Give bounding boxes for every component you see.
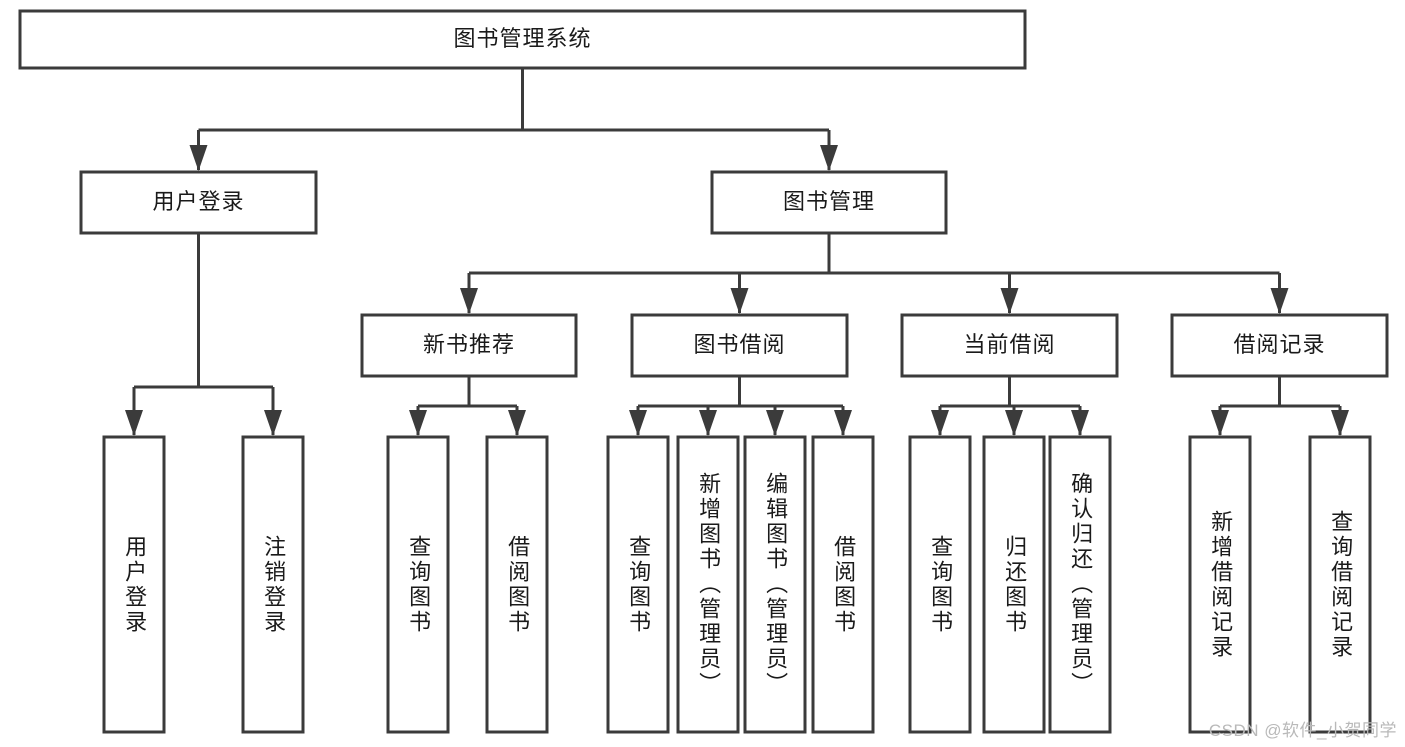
connector-lines-layer [125, 68, 1349, 436]
borrow-record-to-leaves-arrow-1 [1331, 410, 1349, 436]
node-box-new-book-rec[interactable] [360, 313, 578, 378]
current-borrow-to-leaves-arrow-2 [1071, 410, 1089, 436]
node-box-book-manage[interactable] [710, 170, 948, 235]
node-box-leaf-query-record[interactable] [1308, 435, 1372, 734]
node-boxes-layer [18, 9, 1389, 734]
book-borrow-to-leaves-arrow-1 [699, 410, 717, 436]
new-book-rec-to-leaves-arrow-0 [409, 410, 427, 436]
node-box-leaf-logout[interactable] [241, 435, 305, 734]
node-box-book-borrow[interactable] [630, 313, 849, 378]
node-box-leaf-add-record[interactable] [1188, 435, 1252, 734]
node-box-leaf-add-book[interactable] [676, 435, 740, 734]
node-box-leaf-borrow-book-2[interactable] [811, 435, 875, 734]
user-login-to-leaves-arrow-1 [264, 410, 282, 436]
node-box-leaf-borrow-book-1[interactable] [485, 435, 549, 734]
node-box-leaf-query-book-1[interactable] [386, 435, 450, 734]
node-box-user-login[interactable] [79, 170, 318, 235]
book-borrow-to-leaves-arrow-2 [766, 410, 784, 436]
root-to-level2-arrow-0 [189, 145, 208, 171]
book-borrow-to-leaves-arrow-0 [629, 410, 647, 436]
book-manage-to-level3-arrow-1 [730, 288, 749, 314]
node-box-leaf-return-book[interactable] [982, 435, 1046, 734]
node-box-leaf-query-book-2[interactable] [606, 435, 670, 734]
current-borrow-to-leaves-arrow-1 [1005, 410, 1023, 436]
book-borrow-to-leaves-arrow-3 [834, 410, 852, 436]
node-box-current-borrow[interactable] [900, 313, 1119, 378]
node-box-leaf-query-book-3[interactable] [908, 435, 972, 734]
root-to-level2-arrow-1 [820, 145, 838, 171]
node-box-root[interactable] [18, 9, 1027, 70]
node-box-leaf-edit-book[interactable] [743, 435, 807, 734]
node-box-leaf-user-login[interactable] [102, 435, 166, 734]
book-manage-to-level3-arrow-3 [1270, 288, 1289, 314]
book-manage-to-level3-arrow-0 [460, 288, 478, 314]
borrow-record-to-leaves-arrow-0 [1211, 410, 1229, 436]
node-box-borrow-record[interactable] [1170, 313, 1389, 378]
new-book-rec-to-leaves-arrow-1 [508, 410, 526, 436]
current-borrow-to-leaves-arrow-0 [931, 410, 949, 436]
user-login-to-leaves-arrow-0 [125, 410, 143, 436]
node-box-leaf-confirm-return[interactable] [1048, 435, 1112, 734]
book-manage-to-level3-arrow-2 [1000, 288, 1019, 314]
